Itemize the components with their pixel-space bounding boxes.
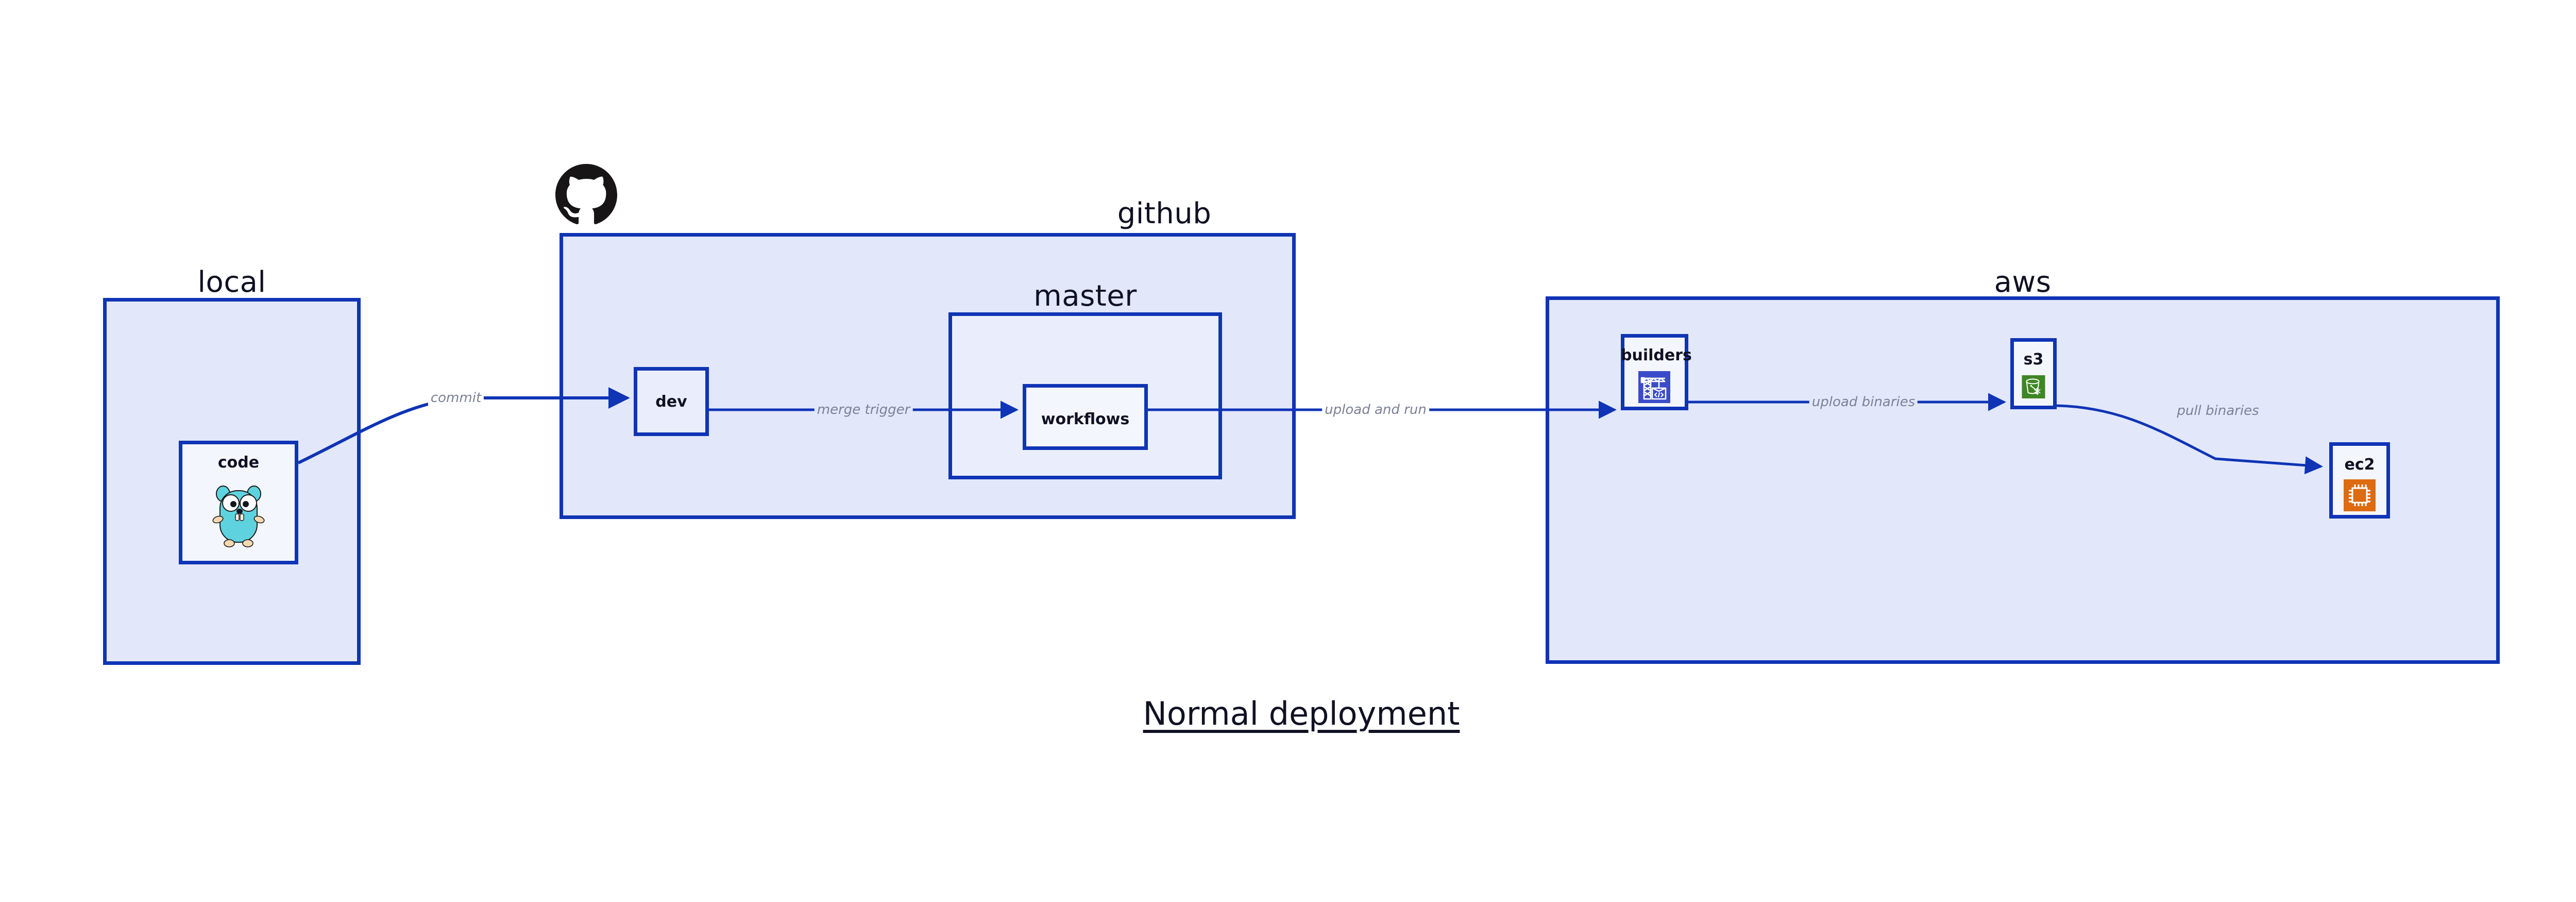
aws-ec2-chip-icon [2344,479,2376,511]
group-master-label: master [1033,279,1137,313]
node-dev-label: dev [655,393,687,411]
group-github-label: github [1117,197,1212,230]
group-aws-label: aws [1994,265,2052,299]
edge-label-upload-binaries: upload binaries [1809,394,1918,410]
node-dev[interactable] [634,367,709,436]
edge-s3-ec2 [2056,404,2323,475]
aws-s3-bucket-icon [2022,375,2045,398]
github-octocat-logo [555,164,617,225]
group-local-label: local [197,265,266,299]
node-workflows-label: workflows [1041,410,1130,428]
node-ec2-label: ec2 [2344,456,2375,474]
node-s3[interactable] [2010,338,2057,409]
node-code-label: code [217,454,260,472]
node-s3-label: s3 [2023,350,2044,369]
edge-label-pull-binaries: pull binaries [2174,403,2262,419]
edge-code-dev [297,387,630,464]
node-builders-label: builders [1621,346,1692,364]
edge-label-upload-and-run: upload and run [1322,402,1429,417]
aws-crane-builder-icon [1638,371,1670,403]
edge-label-merge-trigger: merge trigger [814,402,913,417]
go-gopher-icon [212,486,265,547]
edge-label-commit: commit [428,390,484,406]
node-workflows[interactable] [1023,384,1148,450]
diagram-title: Normal deployment [1143,695,1460,732]
